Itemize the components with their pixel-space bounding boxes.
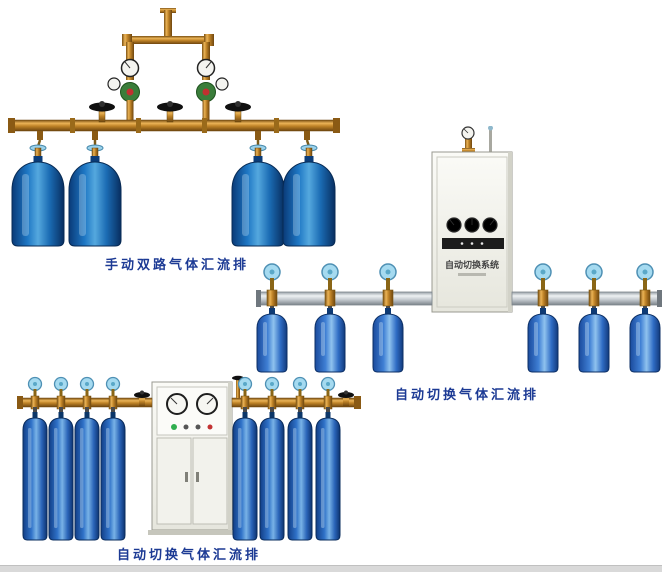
gas-cylinder	[232, 411, 258, 541]
control-cabinet: 自动切换系统	[431, 126, 513, 313]
gas-cylinder	[527, 307, 559, 373]
cylinder-connectors	[27, 376, 336, 414]
gas-cylinder	[629, 307, 661, 373]
gas-cylinder	[256, 307, 288, 373]
product-figure-auto-switch-wall: 自动切换系统 自动切换气	[256, 126, 662, 402]
gas-cylinder	[578, 307, 610, 373]
pressure-gauge-icon	[107, 77, 121, 91]
indicator-lamp-icon	[207, 424, 213, 430]
gas-cylinder	[287, 411, 313, 541]
floor-cabinet	[148, 381, 236, 535]
indicator-lamp-icon	[171, 424, 177, 430]
valve-handwheel-icon	[338, 390, 354, 406]
gas-cylinder	[22, 411, 48, 541]
regulator-left	[107, 58, 140, 122]
gas-cylinder	[315, 411, 341, 541]
product-figure-auto-switch-floor: 自动切换气体汇流排	[14, 372, 364, 570]
pressure-gauge-icon	[215, 77, 229, 91]
valve-handwheel-icon	[224, 100, 252, 123]
main-manifold-pipe	[8, 118, 340, 133]
gas-cylinder	[259, 411, 285, 541]
gas-cylinder	[68, 144, 122, 247]
product-caption-auto-switch-floor: 自动切换气体汇流排	[116, 547, 261, 562]
gas-cylinder	[100, 411, 126, 541]
valve-handwheel-icon	[134, 390, 150, 406]
page-bottom-border	[0, 565, 662, 572]
product-caption-auto-switch-wall: 自动切换气体汇流排	[394, 387, 539, 402]
product-caption-manual-dual: 手动双路气体汇流排	[104, 257, 249, 272]
gas-cylinder	[372, 307, 404, 373]
regulator-right	[196, 58, 229, 122]
valve-handwheel-icon	[88, 100, 116, 123]
gas-cylinder	[314, 307, 346, 373]
valve-handwheel-icon	[156, 100, 184, 123]
auto-switch-floor-illustration	[17, 375, 361, 541]
gas-cylinder	[11, 144, 65, 247]
auto-switch-wall-illustration: 自动切换系统	[256, 126, 662, 373]
manual-dual-manifold-illustration	[8, 8, 340, 247]
gas-cylinder	[74, 411, 100, 541]
gas-cylinder	[48, 411, 74, 541]
cabinet-label: 自动切换系统	[445, 259, 499, 270]
product-figure-manual-dual: 手动双路气体汇流排	[6, 6, 348, 278]
